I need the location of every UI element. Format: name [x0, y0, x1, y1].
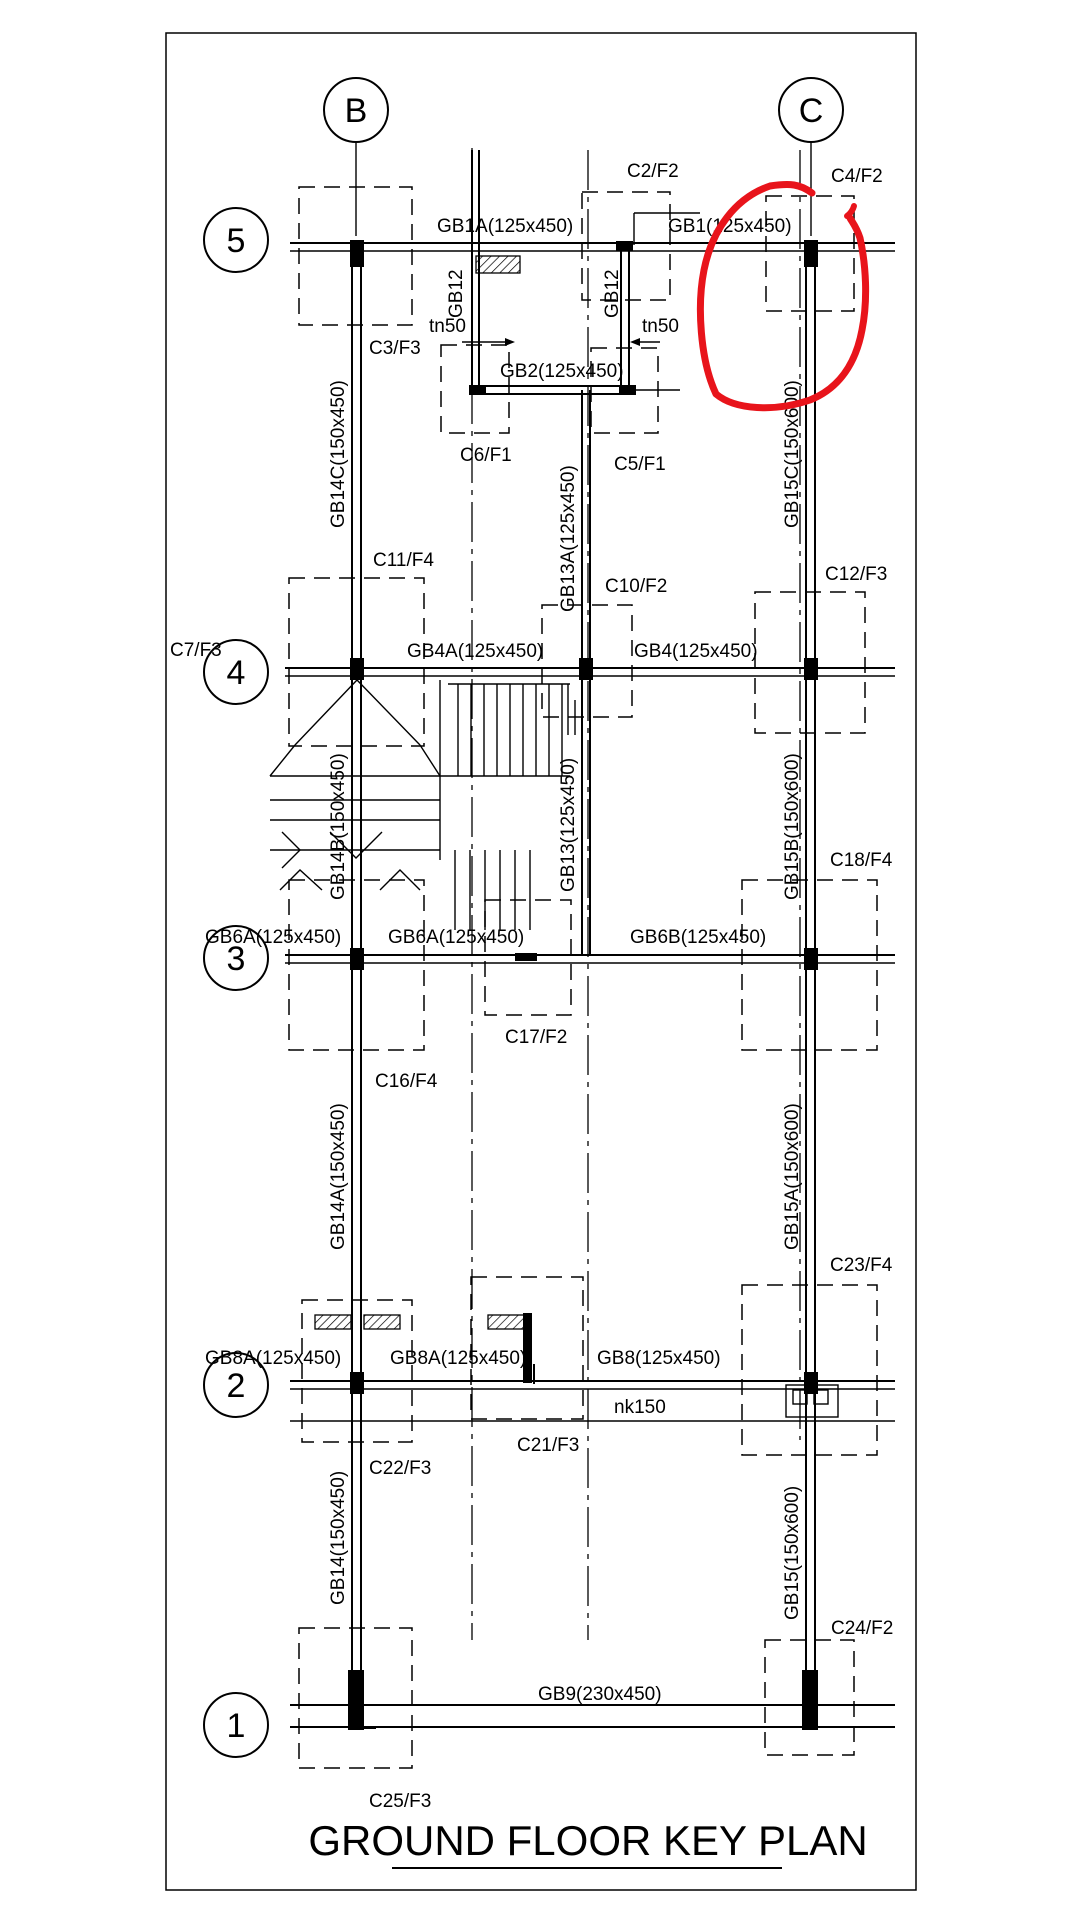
- columns: [348, 240, 818, 1730]
- label-gb2: GB2(125x450): [500, 361, 624, 382]
- label-gb15c: GB15C(150x600): [782, 380, 803, 528]
- label-gb12-right: GB12: [602, 269, 623, 318]
- label-nk150: nk150: [614, 1397, 666, 1418]
- grid-bubble-5: 5: [203, 207, 269, 273]
- label-c10: C10/F2: [605, 576, 667, 597]
- label-gb6b: GB6B(125x450): [630, 927, 766, 948]
- label-gb14: GB14(150x450): [328, 1471, 349, 1605]
- label-gb1: GB1(125x450): [668, 216, 792, 237]
- beam-labels-vertical: GB12 GB12 GB14C(150x450) GB15C(150x600) …: [328, 269, 803, 1620]
- red-annotation-circle: [696, 181, 870, 412]
- label-gb15: GB15(150x600): [782, 1486, 803, 1620]
- label-c5: C5/F1: [614, 454, 666, 475]
- label-c16: C16/F4: [375, 1071, 438, 1092]
- label-gb6a-left: GB6A(125x450): [205, 927, 341, 948]
- label-c6: C6/F1: [460, 445, 512, 466]
- label-c17: C17/F2: [505, 1027, 567, 1048]
- label-gb4a: GB4A(125x450): [407, 641, 543, 662]
- label-c4: C4/F2: [831, 166, 883, 187]
- hatched-openings: [314, 255, 525, 1330]
- staircase: [269, 679, 576, 930]
- label-gb8a-mid: GB8A(125x450): [390, 1348, 526, 1369]
- grid-bubble-4: 4: [203, 639, 269, 705]
- drawing-title: GROUND FLOOR KEY PLAN: [308, 1817, 868, 1869]
- label-gb8a-left: GB8A(125x450): [205, 1348, 341, 1369]
- label-c23: C23/F4: [830, 1255, 893, 1276]
- label-gb14c: GB14C(150x450): [328, 380, 349, 528]
- grid-bubble-c: C: [778, 77, 844, 143]
- red-annotation-stroke: [844, 203, 857, 219]
- grid-bubble-3: 3: [203, 925, 269, 991]
- label-c22: C22/F3: [369, 1458, 431, 1479]
- label-gb12-left: GB12: [446, 269, 467, 318]
- label-c3: C3/F3: [369, 338, 421, 359]
- label-tn50-right: tn50: [642, 316, 679, 337]
- label-gb9: GB9(230x450): [538, 1684, 662, 1705]
- label-c7: C7/F3: [170, 640, 222, 661]
- svg-text:GROUND FLOOR KEY PLAN: GROUND FLOOR KEY PLAN: [308, 1817, 867, 1864]
- svg-text:4: 4: [227, 654, 246, 692]
- label-c24: C24/F2: [831, 1618, 893, 1639]
- label-gb13: GB13(125x450): [558, 758, 579, 892]
- svg-text:C: C: [799, 92, 824, 130]
- label-tn50-left: tn50: [429, 316, 466, 337]
- grid-lines: [355, 142, 812, 1640]
- sheet-border: [165, 32, 917, 1891]
- label-gb14b: GB14B(150x450): [328, 753, 349, 900]
- svg-text:B: B: [345, 92, 368, 130]
- grid-bubble-b: B: [323, 77, 389, 143]
- label-c25: C25/F3: [369, 1791, 431, 1812]
- beams: [285, 150, 895, 1728]
- label-c12: C12/F3: [825, 564, 887, 585]
- label-gb13a: GB13A(125x450): [558, 465, 579, 612]
- label-c11: C11/F4: [373, 550, 434, 571]
- label-gb1a: GB1A(125x450): [437, 216, 573, 237]
- svg-text:1: 1: [227, 1707, 246, 1745]
- label-gb14a: GB14A(150x450): [328, 1103, 349, 1250]
- label-gb15a: GB15A(150x600): [782, 1103, 803, 1250]
- label-c2: C2/F2: [627, 161, 679, 182]
- label-c21: C21/F3: [517, 1435, 579, 1456]
- beam-labels-horizontal: GB1A(125x450) GB1(125x450) tn50 tn50 GB2…: [205, 216, 792, 1705]
- label-gb8: GB8(125x450): [597, 1348, 721, 1369]
- svg-text:3: 3: [227, 940, 246, 978]
- label-gb6a-mid: GB6A(125x450): [388, 927, 524, 948]
- footings: [288, 186, 878, 1769]
- label-c18: C18/F4: [830, 850, 893, 871]
- label-gb4: GB4(125x450): [634, 641, 758, 662]
- svg-text:2: 2: [227, 1367, 246, 1405]
- grid-bubble-2: 2: [203, 1352, 269, 1418]
- grid-bubble-1: 1: [203, 1692, 269, 1758]
- column-labels: C2/F2 C4/F2 C3/F3 C6/F1 C5/F1 C11/F4 C10…: [170, 161, 893, 1812]
- label-gb15b: GB15B(150x600): [782, 753, 803, 900]
- svg-text:5: 5: [227, 222, 246, 260]
- pit-detail: [785, 1384, 839, 1418]
